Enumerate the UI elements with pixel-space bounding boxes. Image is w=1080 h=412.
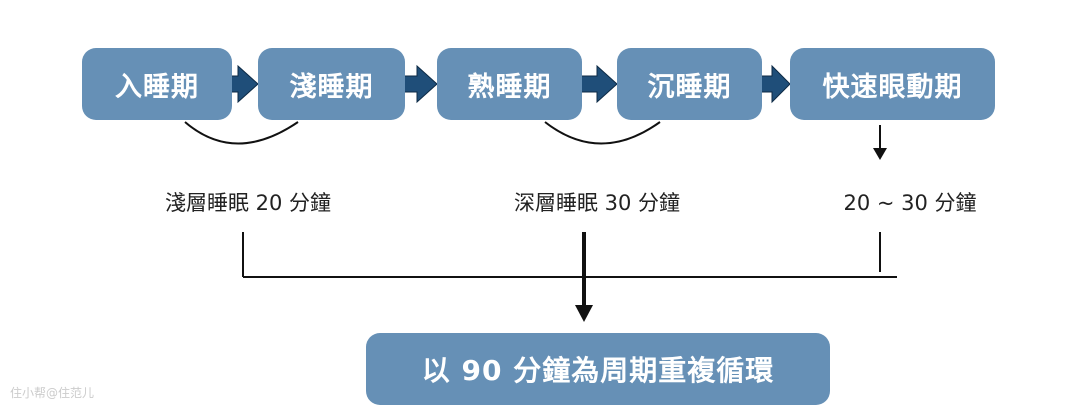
stage-box: 沉睡期 <box>617 48 762 120</box>
duration-label: 淺層睡眠 20 分鐘 <box>164 191 332 215</box>
duration-label: 深層睡眠 30 分鐘 <box>513 191 681 215</box>
stage-box: 入睡期 <box>82 48 232 120</box>
cycle-box: 以 90 分鐘為周期重複循環 <box>366 333 830 405</box>
stage-box: 淺睡期 <box>258 48 405 120</box>
duration-label: 20 ~ 30 分鐘 <box>843 191 977 215</box>
stage-box: 熟睡期 <box>437 48 582 120</box>
loop-curve <box>544 121 661 145</box>
watermark: 住小帮@住范儿 <box>10 386 95 400</box>
arrow-down-icon <box>873 148 887 160</box>
loop-curve <box>184 121 299 145</box>
stage-box: 快速眼動期 <box>790 48 995 120</box>
arrow-down-icon <box>575 305 593 322</box>
